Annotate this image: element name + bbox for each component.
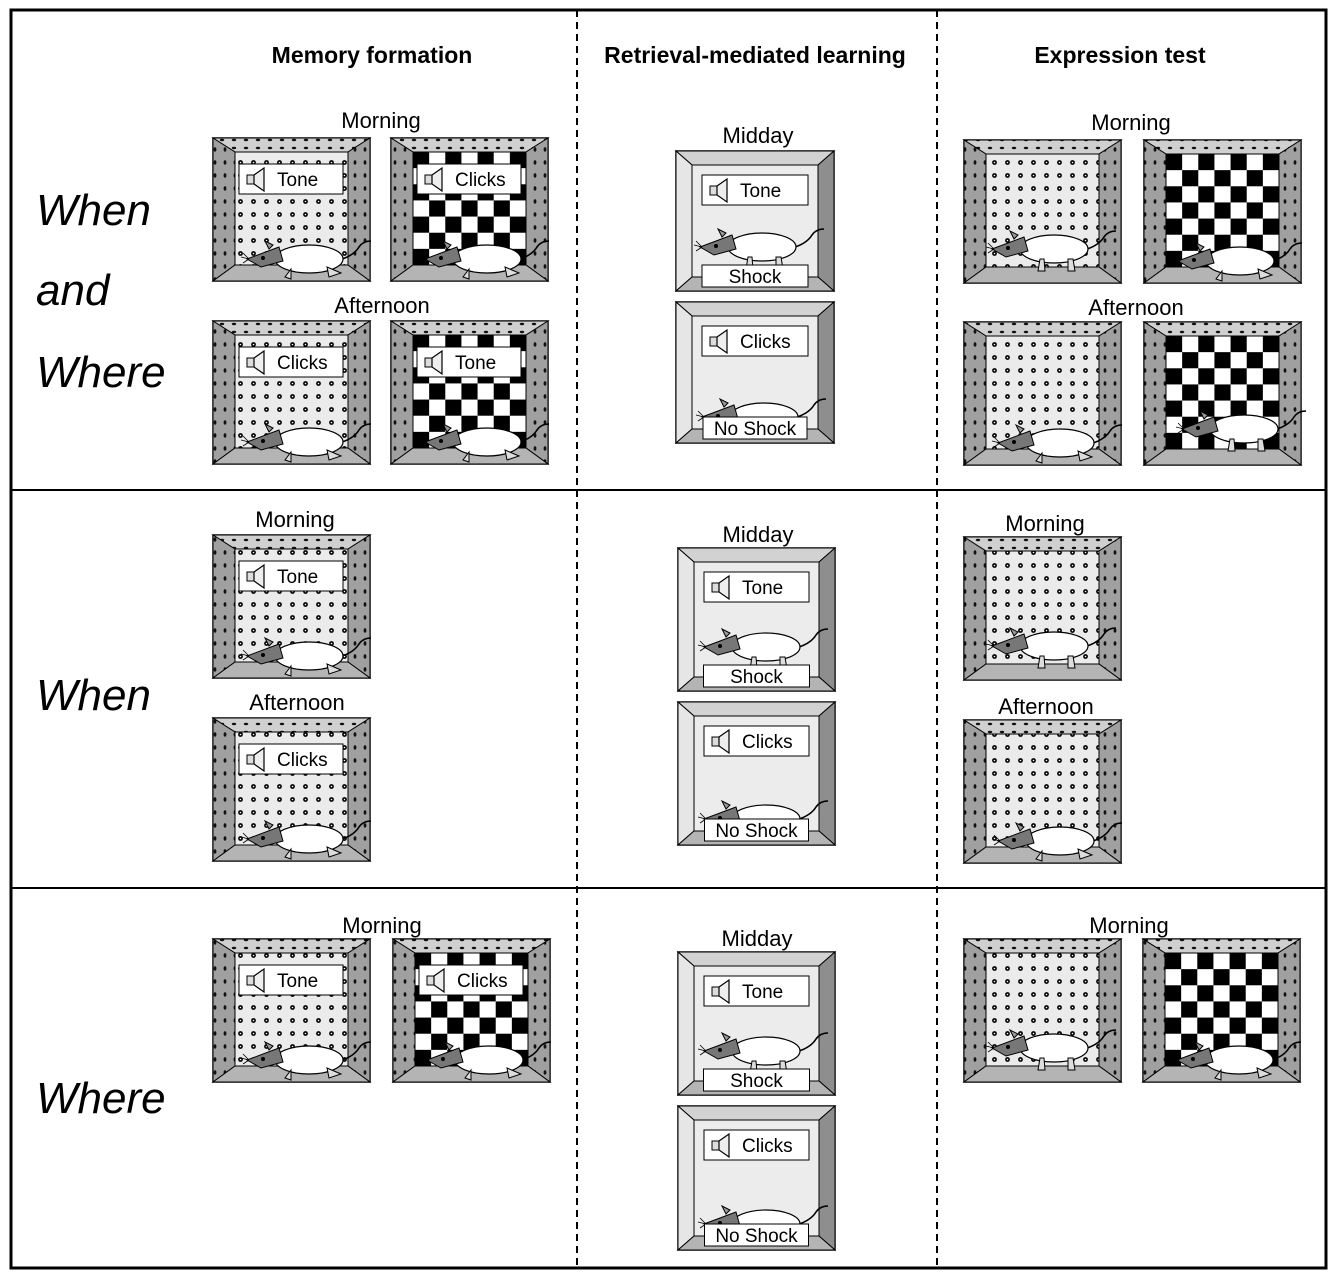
conditioning-box-icon: Tone [213, 939, 371, 1082]
conditioning-box-icon: Clicks [391, 138, 549, 281]
time-label-morning: Morning [1005, 511, 1084, 536]
conditioning-box-icon: Tone [213, 535, 371, 678]
conditioning-box-icon: Tone [391, 321, 549, 464]
sound-cue-text: Clicks [277, 353, 328, 374]
sound-cue-text: Tone [742, 578, 783, 599]
header-memory-formation: Memory formation [272, 42, 473, 68]
conditioning-box-icon [964, 322, 1122, 465]
conditioning-box-icon [1143, 939, 1301, 1082]
sound-cue-text: Tone [277, 567, 318, 588]
conditioning-box-icon [964, 720, 1122, 863]
conditioning-box-icon [964, 537, 1121, 680]
outcome-text: Shock [730, 1071, 783, 1092]
sound-cue-text: Clicks [457, 971, 508, 992]
outcome-text: No Shock [715, 821, 798, 842]
time-label-midday: Midday [722, 926, 793, 951]
conditioning-box-icon: Tone [213, 138, 371, 281]
time-label-morning: Morning [1091, 110, 1170, 135]
sound-cue-text: Tone [742, 982, 783, 1003]
conditioning-box-icon [1144, 322, 1306, 465]
sound-cue-text: Tone [277, 170, 318, 191]
sound-cue-text: Clicks [277, 750, 328, 771]
outcome-text: No Shock [715, 1226, 798, 1247]
time-label-morning: Morning [255, 507, 334, 532]
row-label-where: Where [36, 1074, 166, 1123]
row-label-when-and-where-line3: Where [36, 348, 166, 397]
time-label-afternoon: Afternoon [249, 690, 344, 715]
outer-frame [11, 10, 1326, 1268]
sound-cue-text: Tone [455, 353, 496, 374]
time-label-morning: Morning [341, 108, 420, 133]
sound-cue-text: Clicks [742, 732, 793, 753]
row-label-when: When [36, 671, 151, 720]
conditioning-box-icon: Clicks [393, 939, 551, 1082]
header-retrieval-mediated-learning: Retrieval-mediated learning [604, 42, 906, 68]
outcome-text: Shock [730, 667, 783, 688]
row-label-when-and-where-line2: and [36, 266, 111, 315]
outcome-text: Shock [729, 267, 782, 288]
time-label-midday: Midday [723, 522, 794, 547]
time-label-afternoon: Afternoon [334, 293, 429, 318]
conditioning-box-icon [964, 939, 1121, 1082]
conditioning-box-icon [1144, 140, 1302, 283]
conditioning-box-icon: Clicks [213, 321, 371, 464]
conditioning-box-icon: Clicks No Shock [678, 702, 835, 845]
time-label-morning: Morning [342, 913, 421, 938]
header-expression-test: Expression test [1034, 42, 1206, 68]
sound-cue-text: Clicks [742, 1136, 793, 1157]
time-label-afternoon: Afternoon [998, 694, 1093, 719]
row-label-when-and-where-line1: When [36, 186, 151, 235]
conditioning-box-icon: Clicks No Shock [676, 302, 834, 443]
sound-cue-text: Clicks [740, 332, 791, 353]
conditioning-box-icon [964, 140, 1121, 283]
time-label-afternoon: Afternoon [1088, 295, 1183, 320]
outcome-text: No Shock [714, 419, 797, 440]
sound-cue-text: Tone [740, 181, 781, 202]
time-label-midday: Midday [723, 123, 794, 148]
conditioning-box-icon: Clicks No Shock [678, 1106, 835, 1250]
conditioning-box-icon: Clicks [213, 718, 371, 861]
sound-cue-text: Clicks [455, 170, 506, 191]
sound-cue-text: Tone [277, 971, 318, 992]
time-label-morning: Morning [1089, 913, 1168, 938]
